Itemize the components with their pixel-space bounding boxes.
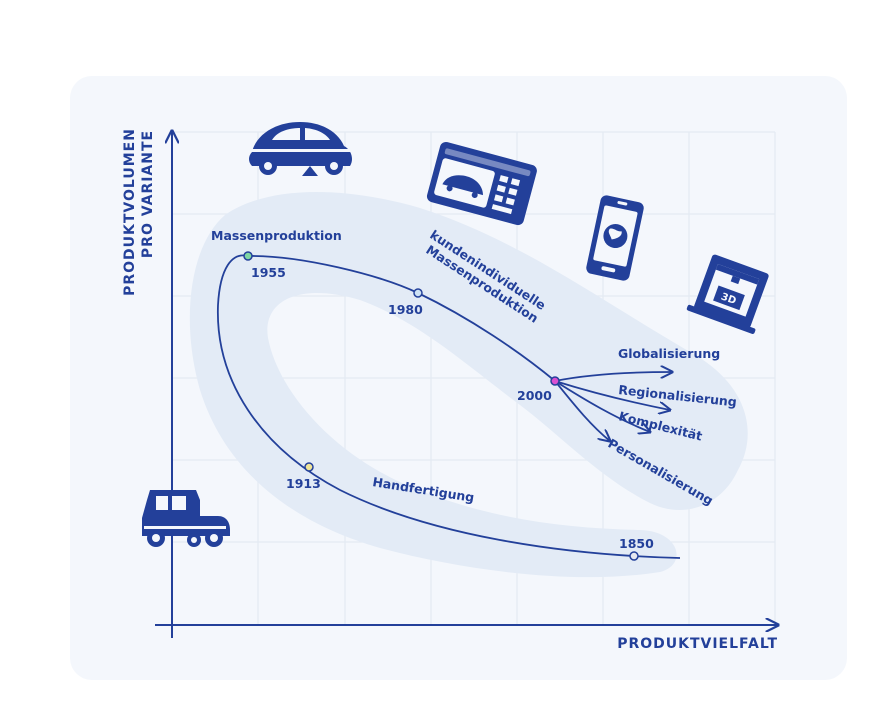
branch-globalisierung [554, 372, 672, 382]
dot-1913 [304, 462, 314, 472]
y-axis-title-line1: PRODUKTVOLUMEN [122, 128, 138, 296]
3d-printer-icon: 3D [686, 254, 769, 335]
car-configurator-icon [426, 141, 537, 226]
beetle-car-icon [249, 122, 352, 176]
year-1955: 1955 [251, 265, 286, 280]
phase-massenproduktion: Massenproduktion [211, 228, 342, 243]
x-axis-title: PRODUKTVIELFALT [617, 636, 778, 652]
vintage-car-icon [142, 490, 230, 547]
evolution-curve [217, 254, 681, 559]
dot-1850 [629, 551, 639, 561]
year-2000: 2000 [517, 388, 552, 403]
smartphone-globe-icon [586, 195, 644, 281]
branch-arrows [554, 372, 672, 441]
dot-1980 [413, 288, 423, 298]
year-1980: 1980 [388, 302, 423, 317]
evolution-band [189, 191, 748, 578]
branch-regionalisierung [554, 380, 670, 410]
branch-komplexitaet [554, 380, 650, 432]
dot-1955 [243, 251, 253, 261]
label-globalisierung: Globalisierung [618, 346, 720, 361]
dot-2000 [550, 376, 560, 386]
year-1850: 1850 [619, 536, 654, 551]
y-axis-title-line2: PRO VARIANTE [140, 130, 156, 258]
branch-personalisierung [554, 380, 610, 441]
year-1913: 1913 [286, 476, 321, 491]
svg-text:3D: 3D [719, 291, 737, 307]
